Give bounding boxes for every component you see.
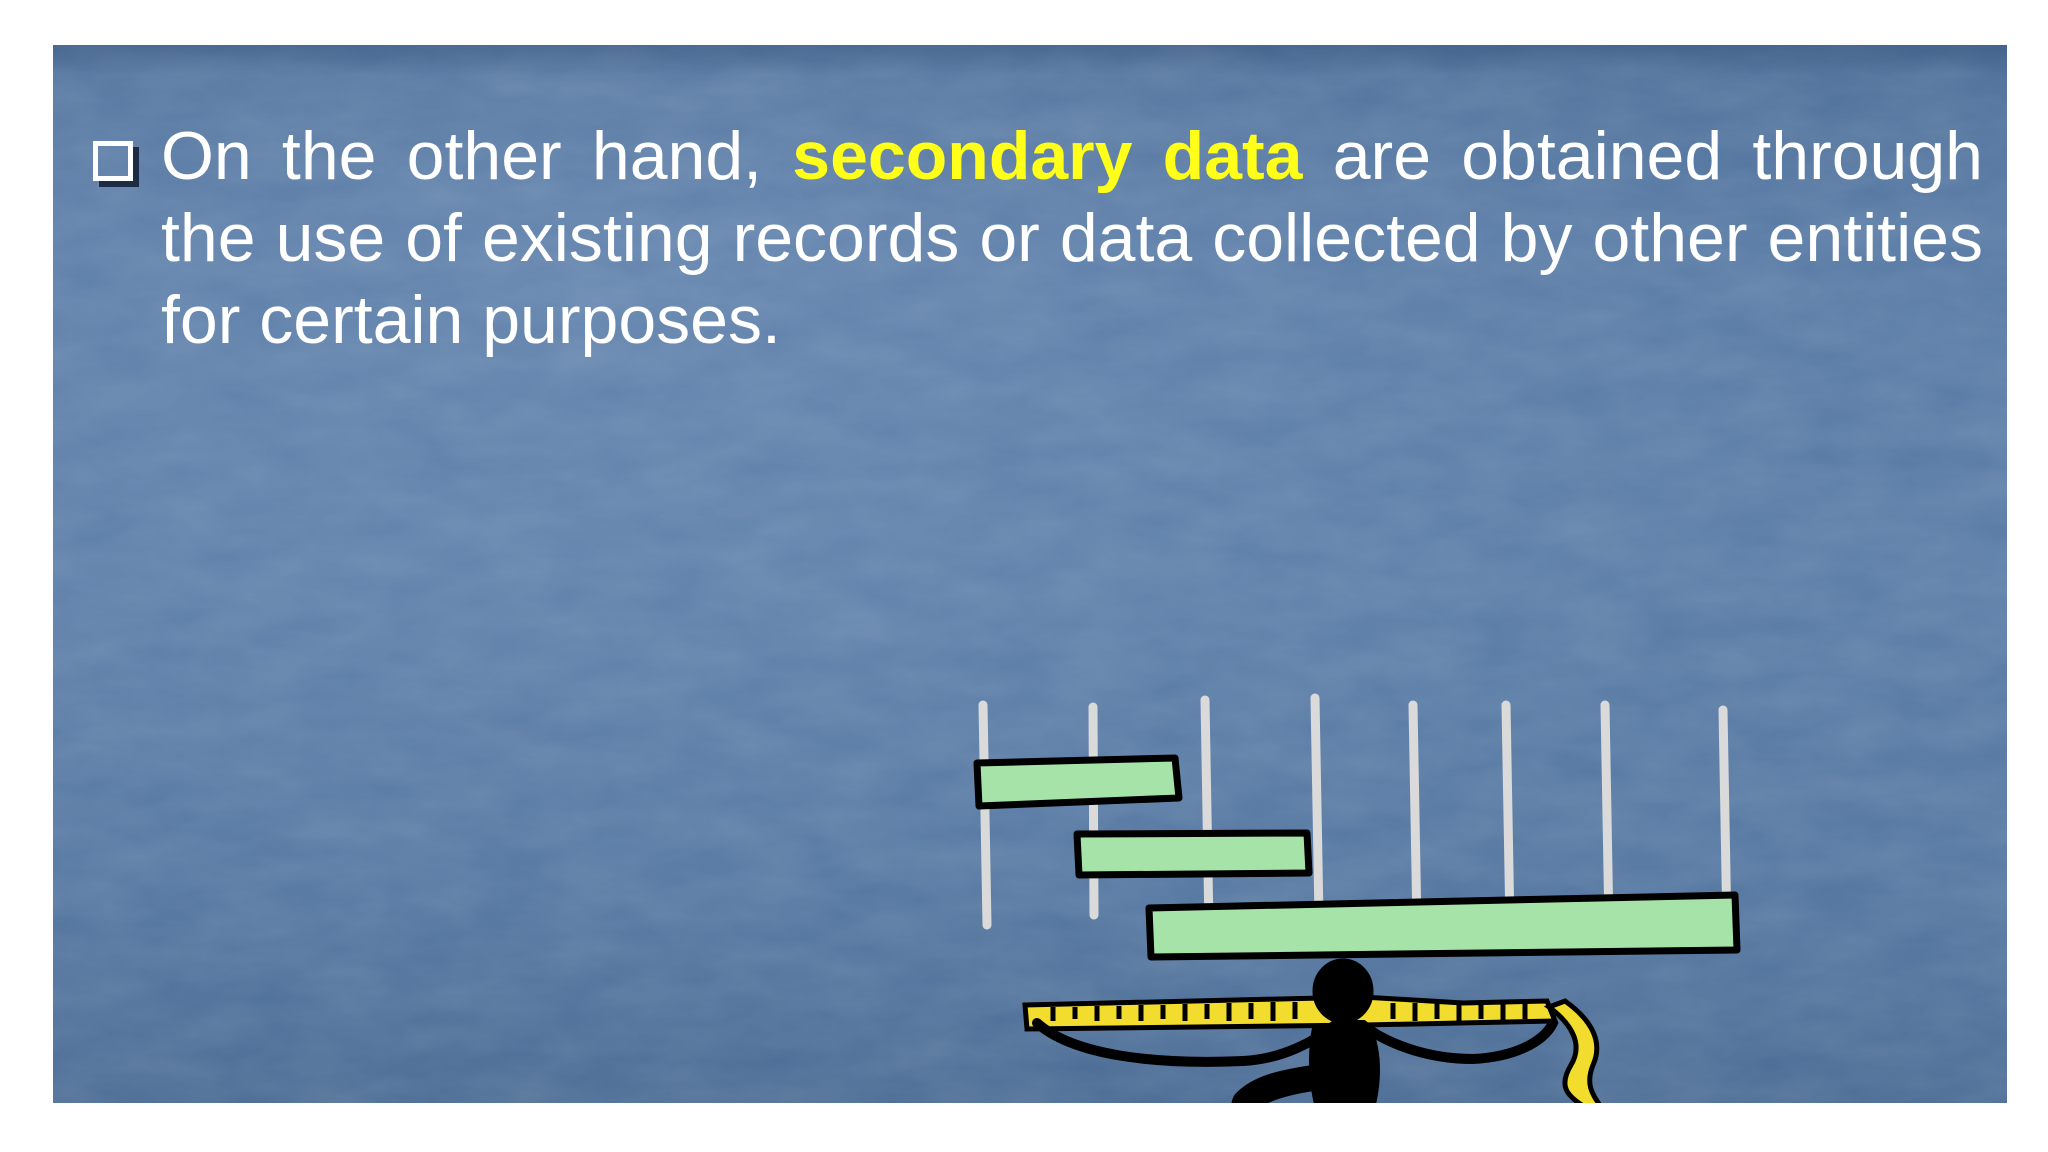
bullet-text: On the other hand, secondary data are ob… xyxy=(161,115,1983,361)
bullet-text-before: On the other hand, xyxy=(161,118,793,194)
slide: On the other hand, secondary data are ob… xyxy=(53,45,2007,1103)
hollow-square-bullet-icon xyxy=(93,141,133,181)
person-silhouette xyxy=(1032,958,1558,1103)
highlight-secondary-data: secondary data xyxy=(792,118,1303,194)
bullet-point: On the other hand, secondary data are ob… xyxy=(93,115,1983,361)
measuring-tape xyxy=(1022,994,1602,1103)
person-holding-gantt-chart-with-measuring-tape-icon xyxy=(973,693,1741,1103)
gantt-grid-lines xyxy=(978,693,1732,936)
gantt-bars xyxy=(973,754,1741,961)
slide-top-shadow xyxy=(53,45,2007,75)
bullet-text-after: are obtained through the use of existing… xyxy=(161,118,1984,358)
